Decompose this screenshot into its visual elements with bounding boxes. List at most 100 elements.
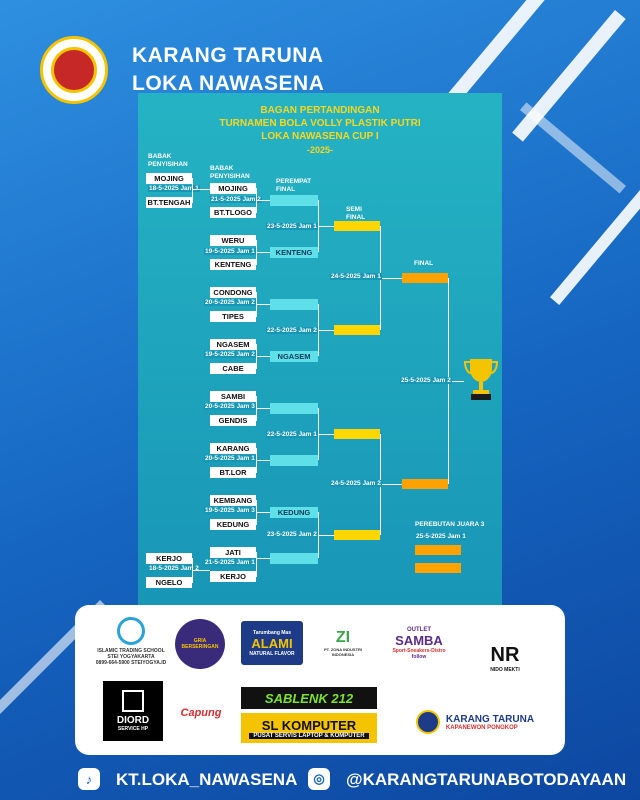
sponsor-samba-d: follow (411, 653, 427, 660)
team-kembang: KEMBANG (210, 495, 256, 506)
final-slot (402, 479, 448, 489)
quarterfinal-slot (270, 455, 318, 466)
poster-title-1: BAGAN PERTANDINGAN (260, 105, 380, 116)
match-date: 24-5-2025 Jam 2 (330, 480, 382, 487)
match-date: 19-5-2025 Jam 1 (204, 248, 256, 255)
bracket-line (192, 178, 193, 203)
quarterfinal-slot-ngasem: NGASEM (270, 351, 318, 362)
team-jati: JATI (210, 547, 256, 558)
semifinal-slot (334, 530, 380, 540)
kapanewon-logo-icon (415, 710, 440, 734)
bracket-line (256, 512, 270, 513)
sponsor-nr-logo: NR (490, 643, 520, 666)
instagram-handle[interactable]: @KARANGTARUNABOTODAYAAN (346, 770, 627, 789)
match-date: 25-5-2025 Jam 1 (415, 533, 467, 540)
sponsor-gria: GRIA BERSERINGAN (175, 619, 225, 669)
trophy-icon (464, 359, 498, 400)
semifinal-slot (334, 429, 380, 439)
sponsor-diord-sub: SERVICE HP (117, 726, 149, 732)
tiktok-handle[interactable]: KT.LOKA_NAWASENA (116, 770, 298, 789)
match-date: 21-5-2025 Jam 1 (204, 559, 256, 566)
team-kedung: KEDUNG (210, 519, 256, 530)
team-cabe: CABE (210, 363, 256, 374)
semifinal-slot (334, 325, 380, 335)
third-place-slot (415, 563, 461, 573)
header: KARANG TARUNA LOKA NAWASENA (40, 36, 324, 104)
bracket-line (380, 278, 402, 279)
match-date: 20-5-2025 Jam 1 (204, 455, 256, 462)
bracket-line (256, 252, 270, 253)
match-date: 21-5-2025 Jam 2 (210, 196, 262, 203)
quarterfinal-slot (270, 403, 318, 414)
sponsor-alami-name: ALAMI (251, 635, 293, 651)
tiktok-icon: ♪ (78, 768, 100, 790)
bracket-line (256, 200, 270, 201)
quarterfinal-slot-kedung: KEDUNG (270, 507, 318, 518)
team-weru: WERU (210, 235, 256, 246)
poster-title-3: LOKA NAWASENA CUP I (261, 131, 379, 142)
match-date: 20-5-2025 Jam 2 (204, 299, 256, 306)
team-kerjo: KERJO (146, 553, 192, 564)
match-date: 18-5-2025 Jam 1 (148, 185, 200, 192)
sponsor-zi: ZI PT. ZONA INDUSTRI INDONESIA (313, 621, 373, 665)
sponsor-karang-taruna-kapanewon: KARANG TARUNA KAPANEWON PONGKOP (405, 707, 545, 737)
header-title-line1: KARANG TARUNA (132, 44, 324, 67)
bracket-line (192, 570, 210, 571)
sponsor-capung: Capung (180, 707, 222, 719)
bracket-line (256, 558, 270, 559)
sponsor-zi-logo: ZI (335, 629, 351, 646)
match-date: 22-5-2025 Jam 1 (266, 431, 318, 438)
team-bt-tlogo: BT.TLOGO (210, 207, 256, 218)
sponsor-stei-contact: 0899-664-5900 STEIYOGYA.ID (95, 659, 167, 666)
sponsor-diord: DIORD SERVICE HP (103, 681, 163, 741)
bracket-line (256, 356, 270, 357)
team-kerjo: KERJO (210, 571, 256, 582)
sponsor-alami: Tarumbang Mas ALAMI NATURAL FLAVOR (241, 621, 303, 665)
karang-taruna-logo (40, 36, 108, 104)
sponsor-samba-c: Sport-Sneakers-Distro (392, 647, 446, 654)
diord-logo-icon (122, 690, 144, 712)
match-date: 23-5-2025 Jam 2 (266, 531, 318, 538)
team-kenteng: KENTENG (210, 259, 256, 270)
bracket-line (380, 484, 402, 485)
team-mojing: MOJING (210, 183, 256, 194)
match-date: 18-5-2025 Jam 2 (148, 565, 200, 572)
sponsor-sablenk: SABLENK 212 (241, 687, 377, 709)
sponsor-samba-b: SAMBA (395, 632, 443, 648)
poster-title-4: -2025- (306, 145, 333, 155)
round-label-penyisihan: BABAK PENYISIHAN (210, 165, 250, 180)
match-date: 20-5-2025 Jam 3 (204, 403, 256, 410)
header-title: KARANG TARUNA LOKA NAWASENA (132, 42, 324, 98)
match-date: 19-5-2025 Jam 3 (204, 507, 256, 514)
round-label-perebutan: PEREBUTAN JUARA 3 (415, 521, 485, 528)
match-date: 19-5-2025 Jam 2 (204, 351, 256, 358)
sponsor-samba: OUTLET SAMBA Sport-Sneakers-Distro follo… (383, 619, 455, 667)
instagram-icon: ◎ (308, 768, 330, 790)
sponsor-sl-komputer: SL KOMPUTER PUSAT SERVIS LAPTOP & KOMPUT… (241, 713, 377, 743)
final-slot (402, 273, 448, 283)
quarterfinal-slot (270, 195, 318, 206)
poster-title-2: TURNAMEN BOLA VOLLY PLASTIK PUTRI (219, 118, 421, 129)
sponsor-zi-name: PT. ZONA INDUSTRI INDONESIA (323, 647, 363, 657)
team-bt-lor: BT.LOR (210, 467, 256, 478)
team-sambi-kidul: SAMBI KIDUL (210, 391, 256, 412)
sponsor-samba-a: OUTLET (407, 626, 431, 633)
round-label-semi-final: SEMI FINAL (346, 206, 366, 221)
sponsor-alami-sub: Tarumbang Mas (253, 629, 291, 636)
logo-emblem (51, 47, 97, 93)
quarterfinal-slot (270, 553, 318, 564)
bracket-line (256, 408, 270, 409)
bracket-line (318, 535, 334, 536)
team-karang: KARANG (210, 443, 256, 454)
quarterfinal-slot-kenteng: KENTENG (270, 247, 318, 258)
bracket-line (318, 330, 334, 331)
bracket-line (256, 460, 270, 461)
team-mojing: MOJING (146, 173, 192, 184)
bracket-line (256, 552, 257, 577)
match-date: 22-5-2025 Jam 2 (266, 327, 318, 334)
sponsor-diord-name: DIORD (116, 715, 150, 726)
bracket-poster: BAGAN PERTANDINGAN TURNAMEN BOLA VOLLY P… (138, 93, 502, 605)
quarterfinal-slot (270, 299, 318, 310)
semifinal-slot (334, 221, 380, 231)
match-date: 24-5-2025 Jam 1 (330, 273, 382, 280)
